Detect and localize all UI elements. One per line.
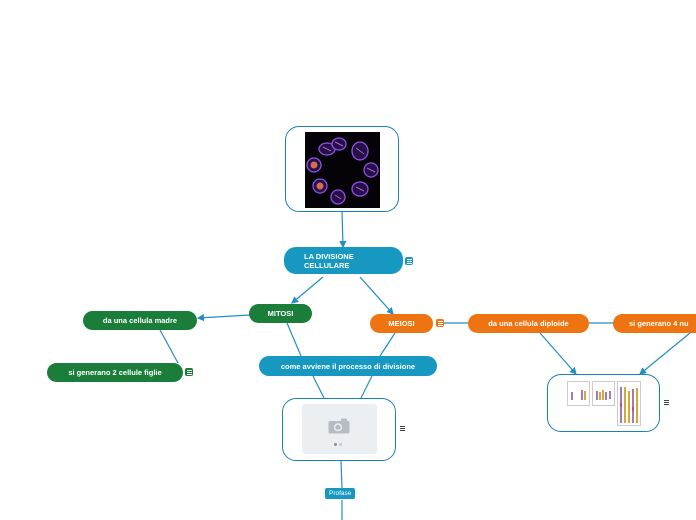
process-topic[interactable]: come avviene il processo di divisione	[259, 356, 437, 376]
subtopic-da-una-cellula-madre[interactable]: da una cellula madre	[83, 311, 197, 330]
diagram-note-icon[interactable]	[662, 398, 670, 406]
subtopic-4-nuclei[interactable]: si generano 4 nu	[613, 314, 696, 333]
meiosis-diagram-card[interactable]	[547, 374, 660, 432]
link-meiosi-to-process	[379, 332, 396, 357]
subtopic-cellula-diploide[interactable]: da una cellula diploide	[468, 314, 589, 333]
carousel-dots	[334, 443, 344, 446]
subtopic-label: si generano 4 nu	[629, 319, 689, 328]
photo-placeholder-card[interactable]	[282, 398, 396, 461]
link-central-to-mitosi	[291, 276, 324, 304]
process-label: come avviene il processo di divisione	[280, 361, 416, 371]
link-photo-to-profase	[340, 460, 343, 489]
link-mitosi-to-madre	[196, 314, 251, 322]
link-process-to-photo-right	[360, 375, 373, 399]
meiosi-note-icon[interactable]	[436, 319, 444, 327]
profase-label: Profase	[329, 490, 352, 497]
subtopic-label: si generano 2 cellule figlie	[68, 368, 162, 377]
figlie-note-icon[interactable]	[185, 368, 193, 376]
link-process-to-photo-left	[312, 375, 325, 399]
link-mitosi-to-process	[286, 322, 302, 357]
meiosis-chromosome-diagram	[567, 381, 641, 426]
image-placeholder	[302, 404, 377, 454]
link-diploide-to-diagram	[539, 332, 577, 375]
link-madre-to-figlie	[159, 329, 179, 364]
central-topic-line2: CELLULARE	[304, 260, 350, 270]
subtopic-label: da una cellula madre	[102, 316, 178, 325]
mitosis-cells-image	[305, 132, 380, 208]
link-image-to-central	[339, 210, 347, 249]
cell-image-card[interactable]	[285, 126, 399, 212]
photo-note-icon[interactable]	[398, 424, 406, 432]
camera-icon	[328, 418, 350, 434]
mitosi-topic[interactable]: MITOSI	[249, 304, 312, 323]
mitosi-label: MITOSI	[267, 309, 294, 318]
central-topic[interactable]: LA DIVISIONE CELLULARE	[284, 247, 403, 274]
central-topic-line1: LA DIVISIONE	[304, 251, 354, 261]
meiosi-label: MEIOSI	[388, 319, 415, 328]
subtopic-2-cellule-figlie[interactable]: si generano 2 cellule figlie	[47, 363, 183, 382]
central-note-icon[interactable]	[405, 257, 413, 265]
link-nuclei-to-diagram	[639, 332, 691, 375]
link-central-to-meiosi	[359, 276, 394, 315]
subtopic-label: da una cellula diploide	[488, 319, 569, 328]
profase-topic[interactable]: Profase	[325, 488, 356, 499]
meiosi-topic[interactable]: MEIOSI	[370, 314, 433, 333]
